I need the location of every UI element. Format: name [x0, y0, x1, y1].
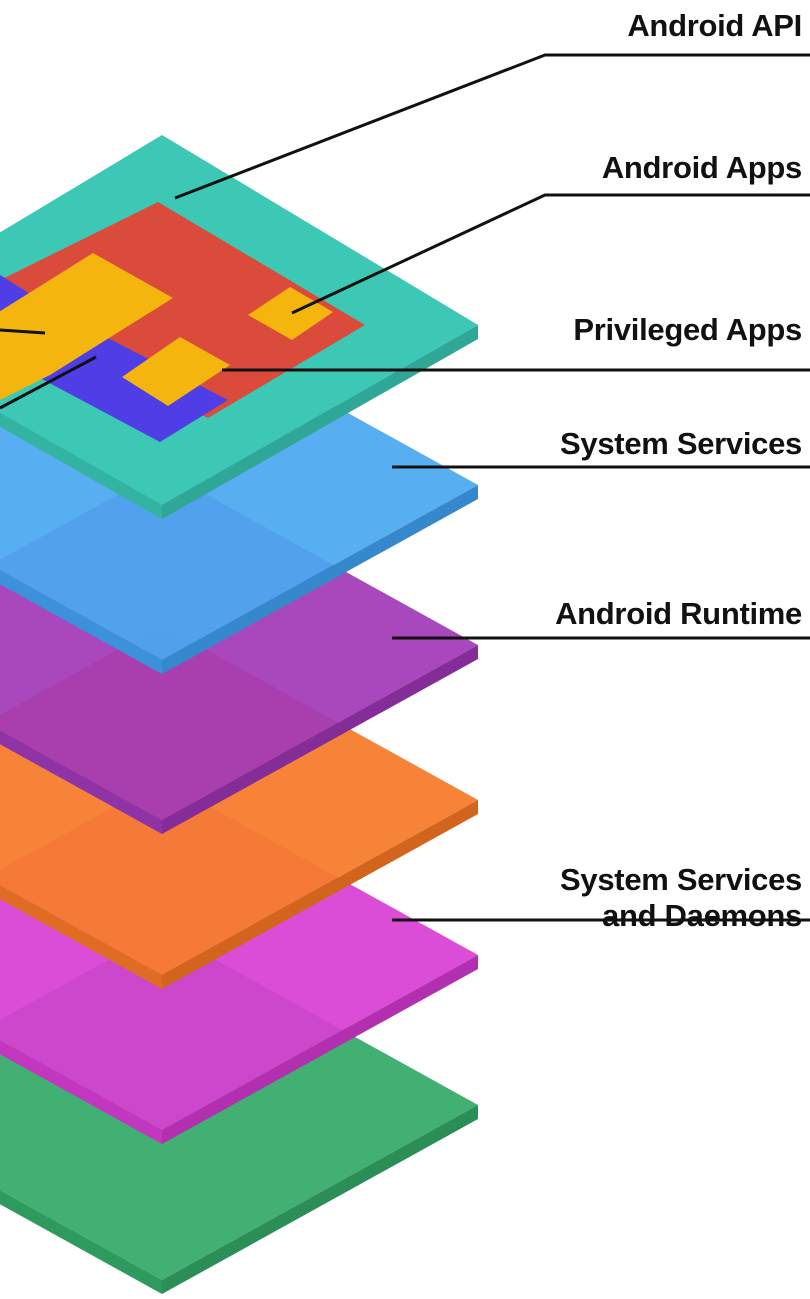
label-system-services-and-daemons: System Services and Daemons	[560, 862, 802, 933]
block-yellow	[0, 253, 333, 406]
label-android-runtime: Android Runtime	[555, 596, 802, 631]
label-privileged-apps: Privileged Apps	[573, 312, 802, 347]
crop-edge	[0, 0, 14, 210]
label-android-api: Android API	[627, 8, 802, 43]
leader-lines	[0, 53, 810, 922]
label-system-services: System Services	[560, 426, 802, 461]
leader-line-left-1	[0, 328, 46, 335]
leader-line-android-apps	[291, 193, 810, 315]
label-android-apps: Android Apps	[601, 150, 802, 185]
leader-line-left-2	[0, 355, 97, 410]
leader-line-android-api	[174, 53, 810, 200]
